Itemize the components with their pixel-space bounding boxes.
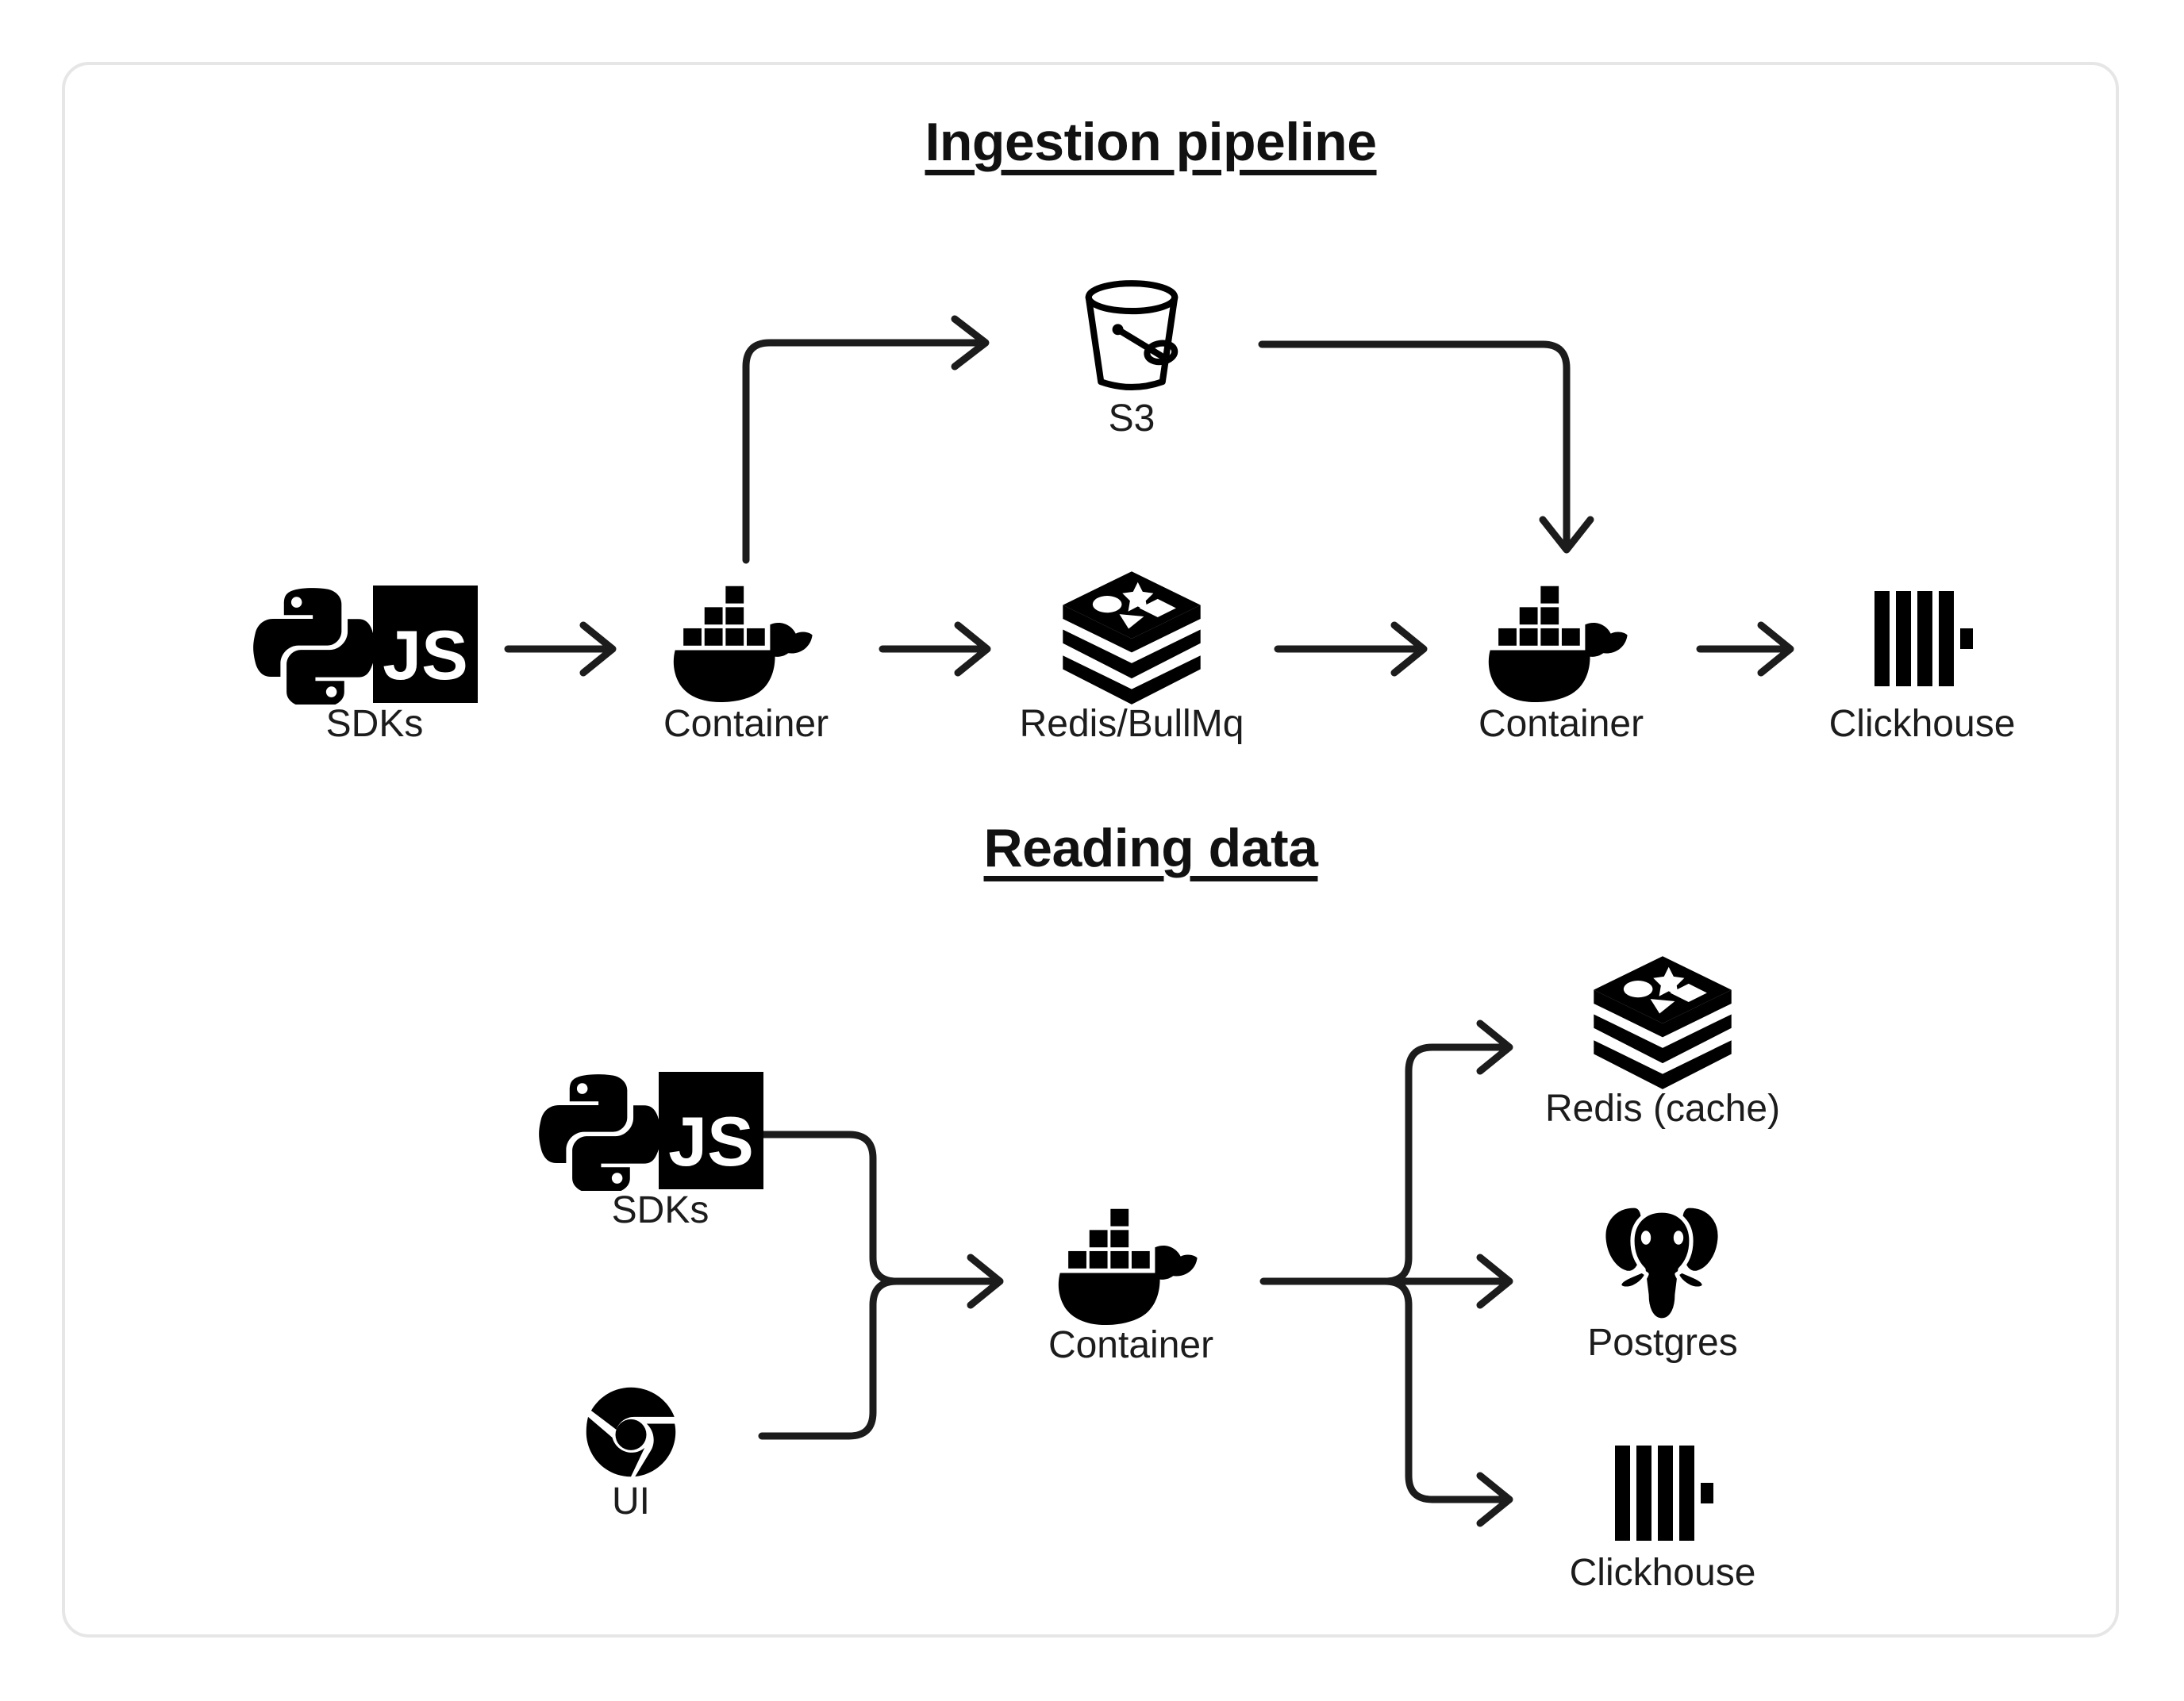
node-label-s3: S3 (1108, 397, 1155, 440)
edge-container-2-to-clickhouse (1696, 621, 1794, 677)
edge-container-1-to-redis (879, 621, 991, 677)
chrome-browser-icon (583, 1384, 679, 1480)
node-label-postgres: Postgres (1587, 1322, 1738, 1364)
docker-whale-icon (1486, 579, 1636, 706)
node-label-sdks-reading: SDKs (611, 1189, 709, 1231)
section-title-reading: Reading data (983, 818, 1318, 878)
edge-ui-to-container-3 (758, 1277, 925, 1440)
python-icon (539, 1074, 659, 1191)
redis-icon (1063, 571, 1201, 705)
docker-icon (673, 586, 813, 703)
elephant-icon (1601, 1204, 1722, 1323)
s3-bucket-icon (1072, 276, 1191, 399)
bucket-icon (1085, 280, 1179, 390)
js-badge-label: JS (383, 616, 468, 694)
edge-container-3-to-clickhouse (1381, 1277, 1513, 1527)
edge-s3-to-container-2 (1258, 340, 1594, 554)
clickhouse-bars-icon (1612, 1442, 1713, 1544)
edge-sdks-to-container-3 (758, 1131, 925, 1285)
postgres-elephant-icon (1599, 1196, 1726, 1327)
section-title-ingestion: Ingestion pipeline (925, 112, 1377, 172)
clickhouse-bars-icon (1871, 588, 1973, 689)
node-label-redis-cache: Redis (cache) (1544, 1088, 1781, 1130)
edge-container-3-to-redis-cache (1381, 1019, 1513, 1285)
javascript-icon: JS (373, 586, 478, 703)
docker-icon (1488, 586, 1628, 703)
node-label-redis-bullmq: Redis/BullMq (1019, 703, 1244, 745)
python-js-sdk-icon: JS (252, 584, 478, 705)
python-icon (253, 588, 373, 705)
edge-redis-to-container-2 (1274, 621, 1428, 677)
node-label-container-3: Container (1048, 1324, 1214, 1366)
edge-container-3-to-postgres (1381, 1254, 1513, 1309)
node-label-clickhouse-reading: Clickhouse (1569, 1552, 1756, 1594)
clickhouse-icon (1874, 591, 1973, 686)
python-js-sdk-icon: JS (538, 1070, 763, 1191)
js-badge-label: JS (668, 1102, 754, 1181)
node-label-container-2: Container (1478, 703, 1644, 745)
clickhouse-icon (1615, 1446, 1713, 1541)
docker-icon (1058, 1208, 1198, 1326)
redis-stack-icon (1059, 568, 1205, 709)
docker-whale-icon (671, 579, 821, 706)
edge-container-1-to-s3 (742, 315, 990, 564)
docker-whale-icon (1055, 1202, 1206, 1329)
redis-icon (1594, 956, 1732, 1089)
edge-sdks-to-container-1 (504, 621, 617, 677)
node-label-clickhouse-ingestion: Clickhouse (1828, 703, 2016, 745)
node-label-sdks-ingestion: SDKs (325, 703, 424, 745)
redis-stack-icon (1590, 953, 1736, 1094)
javascript-icon: JS (659, 1072, 763, 1189)
node-label-container-1: Container (663, 703, 829, 745)
edge-merge-arrowhead (889, 1254, 1004, 1309)
chrome-icon (586, 1387, 678, 1477)
node-label-ui: UI (612, 1480, 650, 1522)
